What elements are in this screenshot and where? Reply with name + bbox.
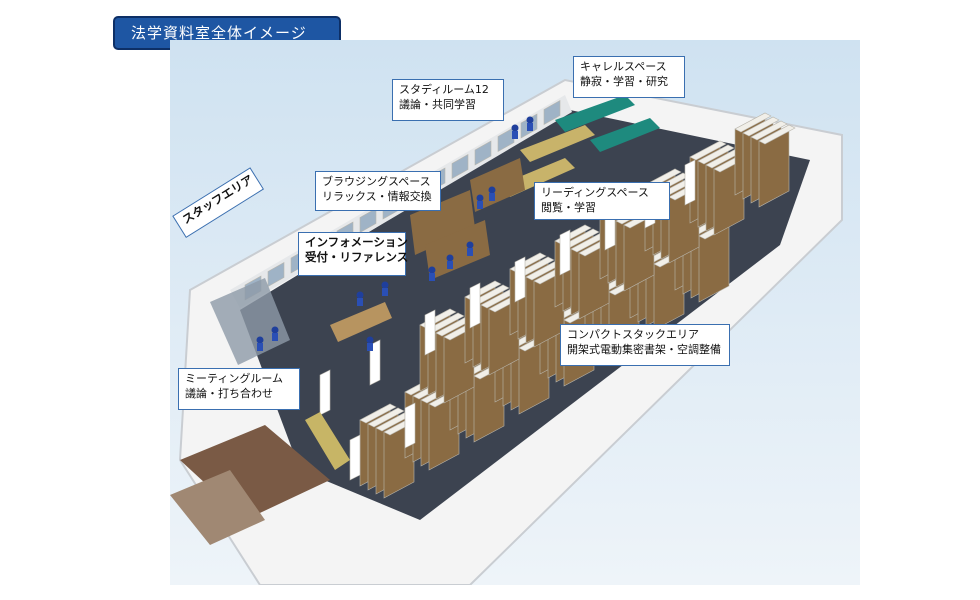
reading-desc: 閲覧・学習 [541,201,596,214]
compact-title: コンパクトスタックエリア [567,328,699,341]
reading-title: リーディングスペース [541,186,649,199]
carrel-title: キャレルスペース [580,60,667,73]
compact-desc: 開架式電動集密書架・空調整備 [567,343,721,356]
yellow-panel [305,412,350,470]
info-title: インフォメーション [305,235,408,249]
entrance-ramp [170,470,265,545]
callout-meeting-room: ミーティングルーム 議論・打ち合わせ [178,368,300,410]
callout-compact-stack: コンパクトスタックエリア 開架式電動集密書架・空調整備 [560,324,730,366]
staff-area-room [210,278,290,365]
meeting-desc: 議論・打ち合わせ [185,387,273,400]
people-figures [256,116,534,351]
browsing-shelves [410,158,525,280]
study-title: スタディルーム12 [399,83,489,96]
callout-browsing-space: ブラウジングスペース リラックス・情報交換 [315,171,441,211]
floor-plan-illustration [170,40,860,585]
callout-information: インフォメーション 受付・リファレンス [298,232,409,276]
carrel-desc: 静寂・学習・研究 [580,75,668,88]
callout-reading-space: リーディングスペース 閲覧・学習 [534,182,670,220]
meeting-room-floor [180,425,330,520]
reading-desks [500,95,660,197]
browsing-title: ブラウジングスペース [322,175,431,188]
study-desc: 議論・共同学習 [399,98,476,111]
callout-study-room: スタディルーム12 議論・共同学習 [392,79,504,121]
callout-carrel-space: キャレルスペース 静寂・学習・研究 [573,56,685,98]
browsing-desc: リラックス・情報交換 [322,190,432,203]
pillars [319,159,696,481]
meeting-title: ミーティングルーム [185,372,284,385]
info-desc: 受付・リファレンス [305,250,409,264]
info-counter [330,302,392,342]
